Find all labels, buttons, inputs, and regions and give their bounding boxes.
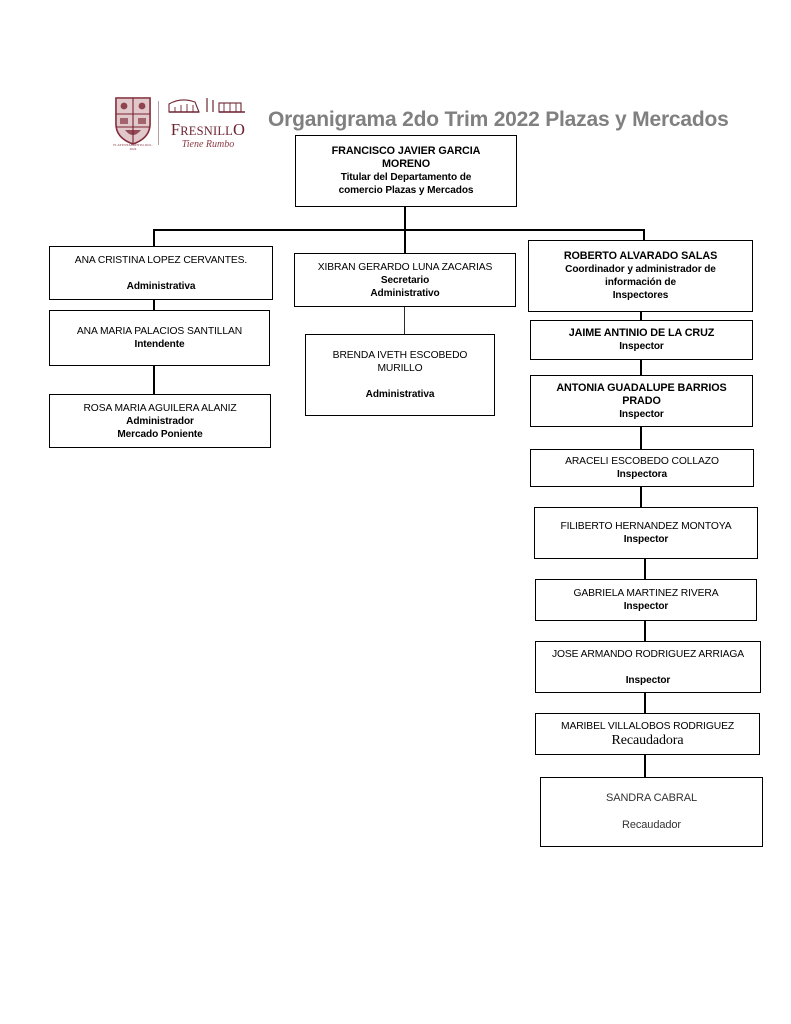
node-role: Intendente bbox=[134, 339, 185, 350]
node-role-line3: Inspectores bbox=[612, 290, 669, 301]
node-role-line1: Administrador bbox=[126, 415, 194, 427]
node-name: GABRIELA MARTINEZ RIVERA bbox=[573, 588, 719, 599]
node-name-line1: FRANCISCO JAVIER GARCIA bbox=[331, 145, 481, 157]
node-name: MARIBEL VILLALOBOS RODRIGUEZ bbox=[560, 721, 735, 732]
connector-bus-right-drop bbox=[643, 229, 645, 245]
node-name: ARACELI ESCOBEDO COLLAZO bbox=[565, 456, 719, 467]
connector-center-1-2 bbox=[404, 307, 405, 334]
node-role: Inspector bbox=[623, 534, 669, 545]
fresnillo-letters-mid: RESNILL bbox=[180, 124, 234, 138]
fresnillo-tagline: Tiene Rumbo bbox=[181, 139, 235, 150]
connector-right-6-7 bbox=[644, 621, 646, 641]
node-right-7[interactable]: JOSE ARMANDO RODRIGUEZ ARRIAGA Inspector bbox=[535, 641, 761, 693]
node-role-line2: Administrativo bbox=[370, 287, 440, 299]
node-role-line1: Coordinador y administrador de bbox=[565, 264, 716, 275]
aqueduct-icon bbox=[168, 98, 245, 113]
node-name: ROBERTO ALVARADO SALAS bbox=[563, 250, 718, 262]
connector-right-8-9 bbox=[644, 755, 646, 777]
node-name-line1: BRENDA IVETH ESCOBEDO bbox=[332, 350, 468, 361]
connector-right-4-5 bbox=[640, 487, 642, 507]
node-root[interactable]: FRANCISCO JAVIER GARCIA MORENO Titular d… bbox=[295, 135, 517, 207]
node-role-line1: Secretario bbox=[380, 274, 430, 286]
connector-bus-center-drop bbox=[404, 229, 406, 253]
logo-block: H. AYUNTAMIENTO 2021-2024 bbox=[113, 94, 258, 152]
node-name-line2: MORENO bbox=[382, 158, 430, 170]
coat-of-arms-icon: H. AYUNTAMIENTO 2021-2024 bbox=[113, 96, 153, 151]
connector-right-5-6 bbox=[644, 559, 646, 579]
node-right-4[interactable]: ARACELI ESCOBEDO COLLAZO Inspectora bbox=[530, 449, 754, 487]
node-role: Recaudador bbox=[622, 819, 681, 831]
node-name-line2: PRADO bbox=[622, 394, 661, 407]
node-right-5[interactable]: FILIBERTO HERNANDEZ MONTOYA Inspector bbox=[534, 507, 758, 559]
node-role-line2: Mercado Poniente bbox=[117, 428, 203, 440]
fresnillo-text: FRESNILLO bbox=[165, 121, 251, 140]
crest-caption: H. AYUNTAMIENTO 2021-2024 bbox=[113, 143, 153, 151]
connector-right-3-4 bbox=[640, 427, 642, 449]
node-center-2[interactable]: BRENDA IVETH ESCOBEDO MURILLO Administra… bbox=[305, 334, 495, 416]
node-right-6[interactable]: GABRIELA MARTINEZ RIVERA Inspector bbox=[535, 579, 757, 621]
node-role: Inspector bbox=[625, 674, 671, 686]
node-center-1[interactable]: XIBRAN GERARDO LUNA ZACARIAS Secretario … bbox=[294, 253, 516, 307]
fresnillo-letter-o: O bbox=[233, 120, 246, 139]
connector-right-1-2 bbox=[640, 312, 642, 320]
node-name: FILIBERTO HERNANDEZ MONTOYA bbox=[560, 521, 732, 532]
node-role-line2: comercio Plazas y Mercados bbox=[338, 185, 474, 196]
node-role: Inspectora bbox=[616, 469, 668, 480]
node-right-9[interactable]: SANDRA CABRAL Recaudador bbox=[540, 777, 763, 847]
node-name: JAIME ANTINIO DE LA CRUZ bbox=[568, 327, 715, 339]
node-role-line2: información de bbox=[605, 277, 676, 288]
node-role: Inspector bbox=[619, 408, 664, 420]
node-name: XIBRAN GERARDO LUNA ZACARIAS bbox=[317, 261, 493, 273]
node-left-2[interactable]: ANA MARIA PALACIOS SANTILLAN Intendente bbox=[49, 310, 270, 366]
coat-of-arms-svg bbox=[115, 97, 151, 145]
connector-root-down bbox=[404, 207, 406, 229]
node-role: Administrativa bbox=[126, 280, 196, 292]
node-name-line1: ANTONIA GUADALUPE BARRIOS bbox=[556, 381, 727, 394]
connector-right-2-3 bbox=[640, 360, 642, 375]
page-header: H. AYUNTAMIENTO 2021-2024 bbox=[0, 44, 791, 151]
node-role: Inspector bbox=[619, 341, 664, 352]
page-title: Organigrama 2do Trim 2022 Plazas y Merca… bbox=[268, 108, 729, 131]
node-name: ROSA MARIA AGUILERA ALANIZ bbox=[83, 402, 237, 414]
connector-left-2-3 bbox=[153, 366, 155, 394]
node-role: Inspector bbox=[623, 601, 669, 612]
node-left-1[interactable]: ANA CRISTINA LOPEZ CERVANTES. Administra… bbox=[49, 246, 273, 300]
node-role-line1: Titular del Departamento de bbox=[340, 172, 472, 183]
node-role: Recaudadora bbox=[611, 733, 684, 748]
node-name: ANA CRISTINA LOPEZ CERVANTES. bbox=[74, 254, 248, 266]
connector-left-1-2 bbox=[153, 300, 155, 310]
connector-bus bbox=[153, 229, 644, 231]
node-name: ANA MARIA PALACIOS SANTILLAN bbox=[76, 326, 243, 337]
node-right-2[interactable]: JAIME ANTINIO DE LA CRUZ Inspector bbox=[530, 320, 753, 360]
node-name-line2: MURILLO bbox=[377, 363, 423, 374]
node-name: SANDRA CABRAL bbox=[605, 792, 697, 804]
fresnillo-letter-f: F bbox=[170, 120, 181, 139]
node-right-3[interactable]: ANTONIA GUADALUPE BARRIOS PRADO Inspecto… bbox=[530, 375, 753, 427]
node-right-8[interactable]: MARIBEL VILLALOBOS RODRIGUEZ Recaudadora bbox=[535, 713, 760, 755]
node-name: JOSE ARMANDO RODRIGUEZ ARRIAGA bbox=[551, 648, 745, 660]
connector-bus-left-drop bbox=[153, 229, 155, 247]
fresnillo-wordmark: FRESNILLO Tiene Rumbo bbox=[165, 96, 251, 150]
node-right-1[interactable]: ROBERTO ALVARADO SALAS Coordinador y adm… bbox=[528, 240, 753, 312]
connector-right-7-8 bbox=[644, 693, 646, 713]
logo-divider bbox=[158, 101, 159, 145]
node-role: Administrativa bbox=[365, 389, 435, 400]
node-left-3[interactable]: ROSA MARIA AGUILERA ALANIZ Administrador… bbox=[49, 394, 271, 448]
